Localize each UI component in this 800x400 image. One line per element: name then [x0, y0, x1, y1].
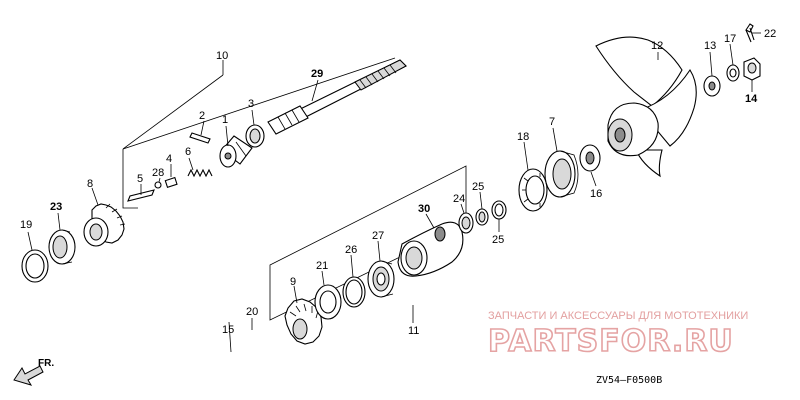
distance-collar [579, 144, 601, 172]
shift-spring [187, 168, 213, 178]
callout-10: 10 [216, 50, 228, 62]
spacer-ring [342, 276, 366, 308]
callout-29: 29 [311, 68, 323, 80]
callout-16: 16 [590, 188, 602, 200]
propeller [595, 36, 697, 178]
callout-5: 5 [137, 173, 143, 185]
oil-seal-ring [21, 249, 49, 283]
callout-11: 11 [408, 325, 419, 337]
callout-25a: 25 [472, 181, 484, 193]
callout-7: 7 [549, 116, 555, 128]
shift-rod [127, 189, 155, 202]
shaft-assembly-frame [122, 57, 396, 209]
callout-6: 6 [185, 146, 191, 158]
watermark-tagline: ЗАПЧАСТИ И АКСЕССУАРЫ ДЛЯ МОТОТЕХНИКИ [488, 310, 748, 322]
direction-label: FR. [38, 358, 54, 369]
lock-washer [518, 168, 548, 212]
callout-1: 1 [222, 114, 228, 126]
callout-4: 4 [166, 153, 172, 165]
callout-28: 28 [152, 167, 164, 179]
callout-9: 9 [290, 276, 296, 288]
callout-14: 14 [745, 93, 758, 105]
callout-13: 13 [704, 40, 716, 52]
leader-lines [27, 32, 761, 353]
ball-bearing [367, 260, 395, 298]
callout-labels: 1 2 3 4 5 6 7 8 9 10 11 12 13 14 15 16 1… [20, 28, 776, 337]
propeller-shaft [267, 59, 407, 135]
callout-21: 21 [316, 260, 328, 272]
callout-12: 12 [651, 40, 663, 52]
callout-22: 22 [764, 28, 776, 40]
callout-20: 20 [246, 306, 258, 318]
callout-25b: 25 [492, 234, 504, 246]
seal-ring-b [491, 200, 507, 220]
bearing-holder [397, 221, 464, 277]
callout-27: 27 [372, 230, 384, 242]
cotter-pin [745, 23, 755, 43]
callout-2: 2 [199, 110, 205, 122]
callout-8: 8 [87, 178, 93, 190]
steel-ball [154, 181, 162, 189]
callout-23: 23 [50, 201, 62, 213]
drawing-code: ZV54—F0500B [596, 375, 662, 386]
callout-17: 17 [724, 33, 736, 45]
cross-pin [189, 132, 211, 144]
needle-bearing [458, 212, 474, 234]
callout-24: 24 [453, 193, 465, 205]
thrust-washer [314, 284, 342, 320]
callout-3: 3 [248, 98, 254, 110]
callout-30: 30 [418, 203, 430, 215]
forward-gear [83, 203, 126, 247]
front-direction-arrow: FR. [13, 358, 54, 386]
watermark-brand: PARTSFOR.RU [488, 324, 734, 359]
callout-26: 26 [345, 244, 357, 256]
thrust-hub [544, 150, 579, 198]
callout-19: 19 [20, 219, 32, 231]
seal-ring-a [475, 208, 489, 226]
watermark: ЗАПЧАСТИ И АКСЕССУАРЫ ДЛЯ МОТОТЕХНИКИ PA… [487, 310, 748, 360]
callout-15: 15 [222, 324, 234, 336]
callout-18: 18 [517, 131, 529, 143]
washer-17 [726, 64, 740, 82]
castle-nut [743, 57, 761, 81]
shift-slider [164, 176, 178, 189]
washer-13 [703, 75, 721, 97]
forward-bearing [48, 229, 76, 265]
clutch-ring [245, 124, 265, 148]
